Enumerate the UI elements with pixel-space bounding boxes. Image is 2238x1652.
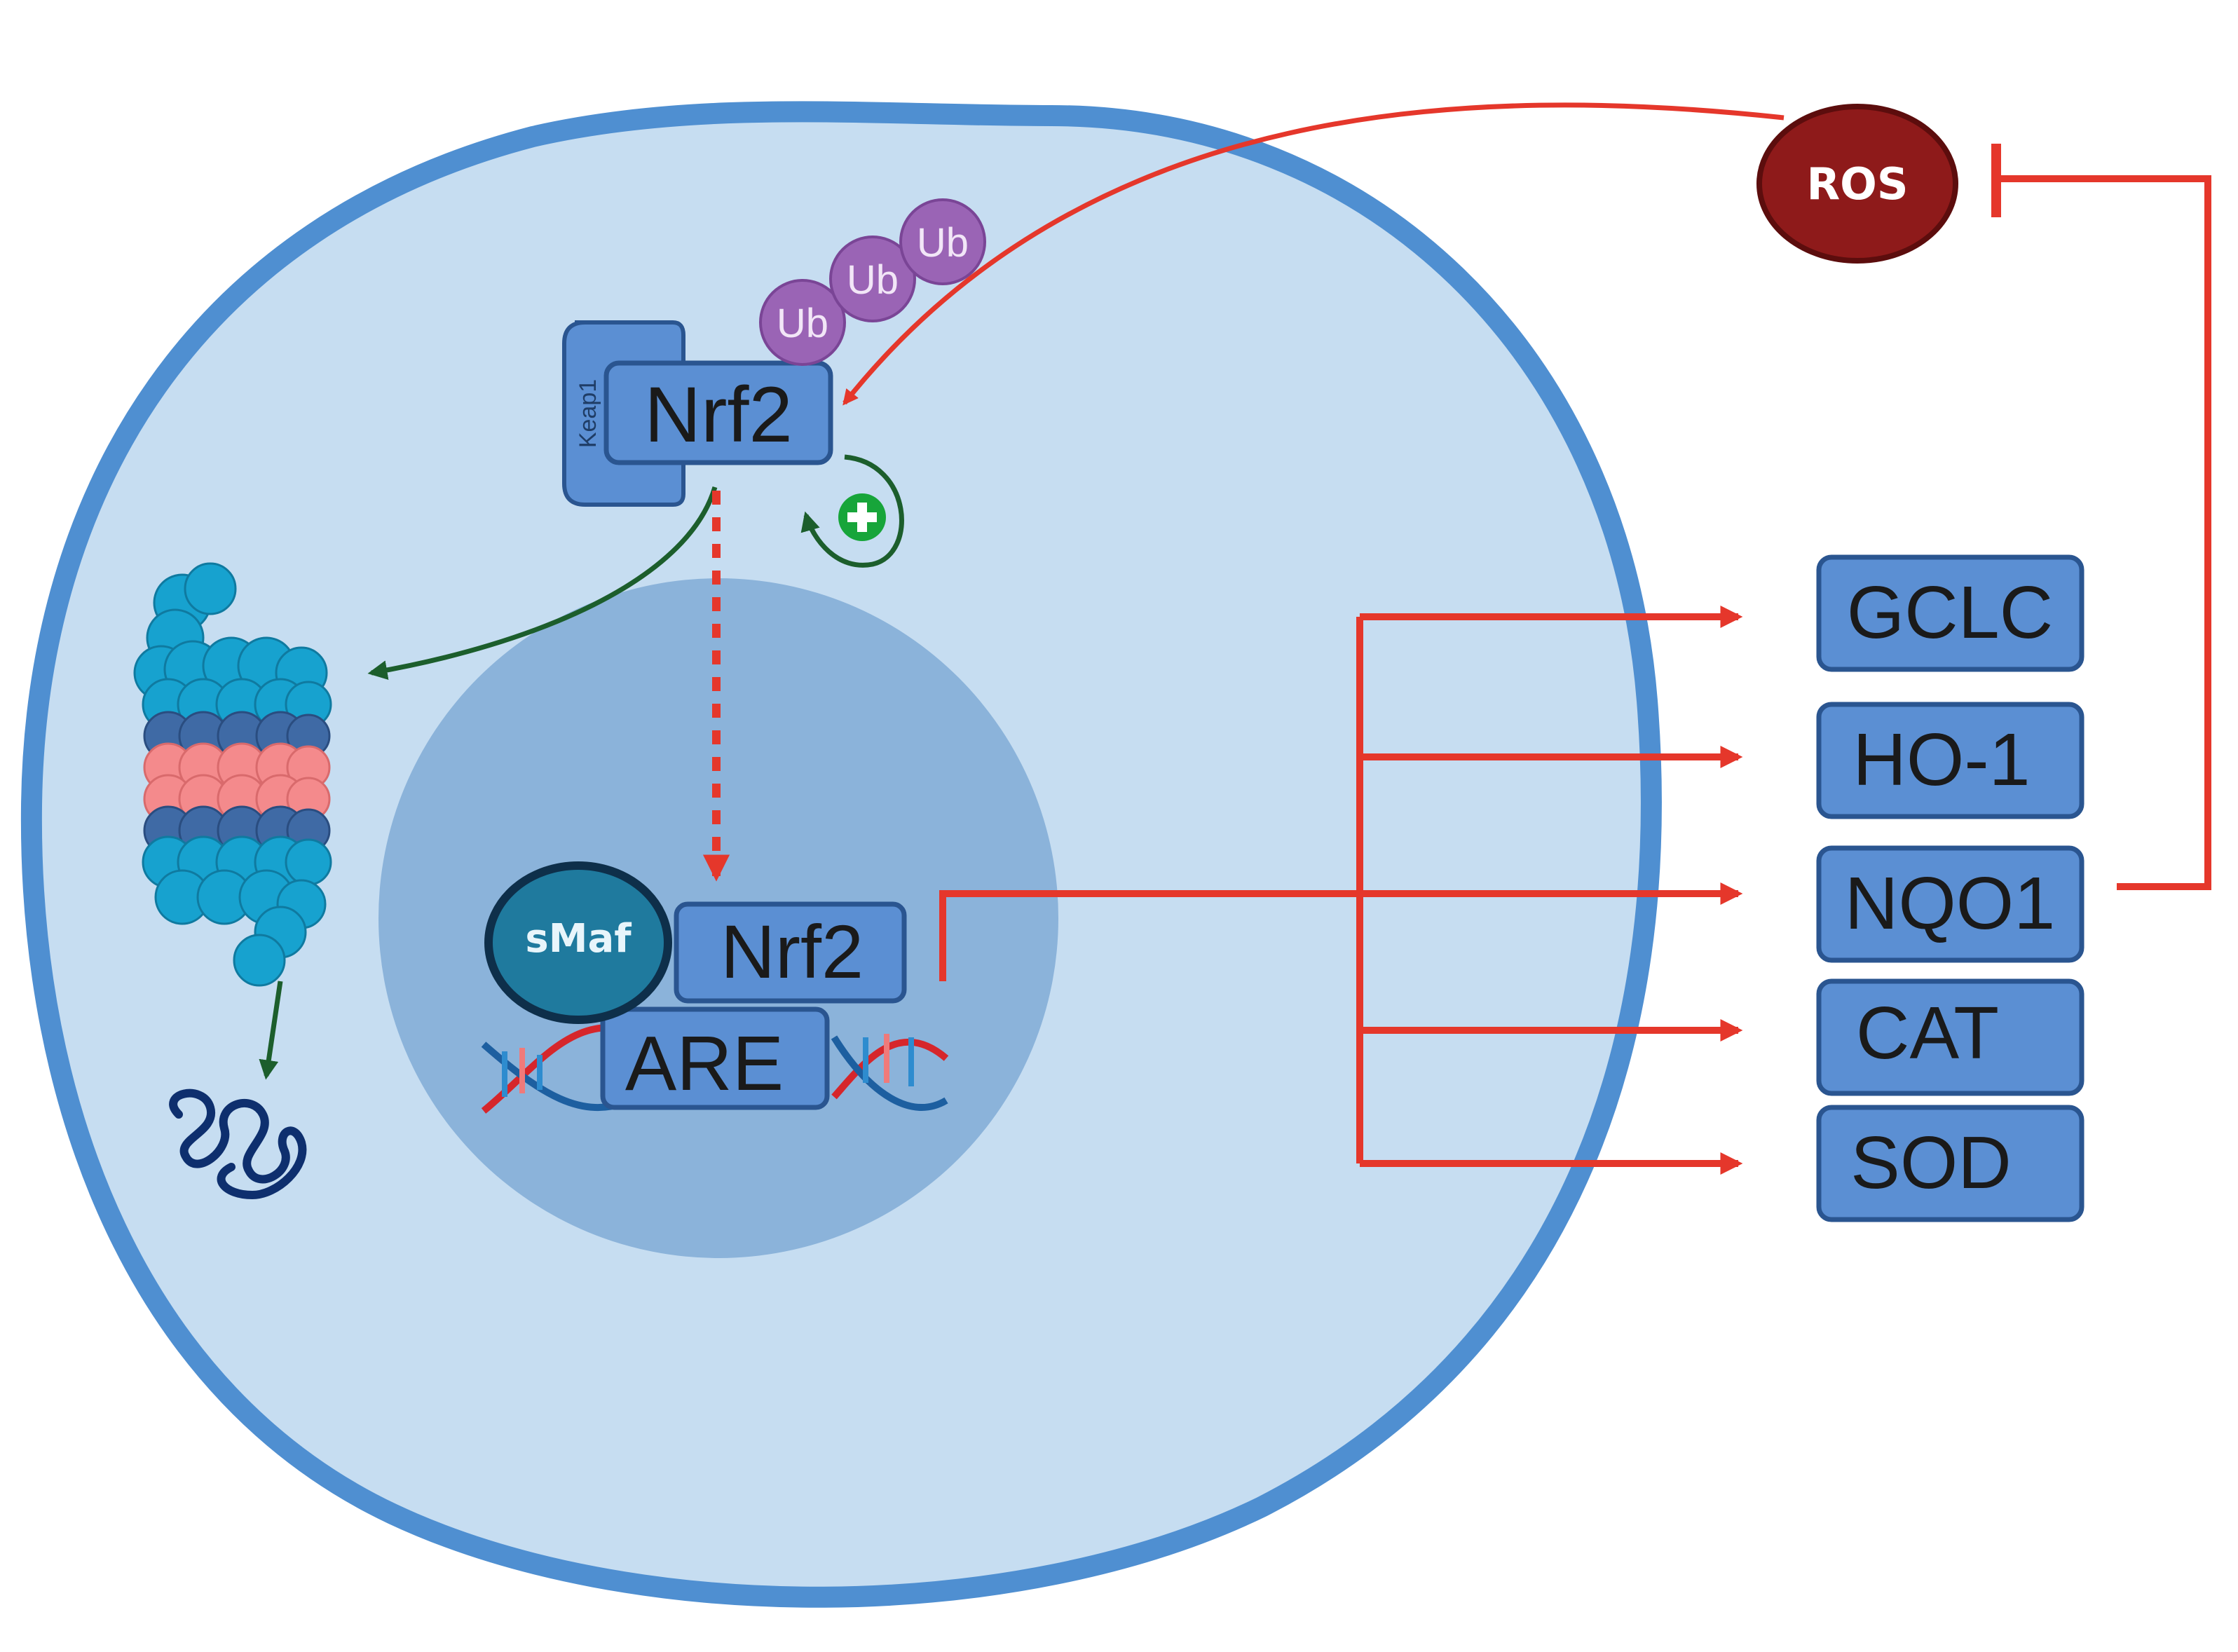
gene-box-nqo1	[1816, 845, 2085, 963]
ub-circle-1	[759, 279, 846, 366]
ub-circle-2	[829, 235, 916, 322]
gene-box-gclc	[1816, 554, 2085, 672]
ros-to-nrf2-arrow	[842, 102, 1785, 406]
gene-label-ho1: HO-1	[1853, 718, 2030, 801]
positive-feedback-loop-arrow	[800, 454, 904, 568]
are-to-genes-connector	[939, 882, 1743, 981]
gene-label-gclc: GCLC	[1847, 571, 2054, 654]
smaf-label: sMaf	[525, 916, 632, 962]
ros-molecule	[1756, 104, 1958, 264]
gene-box-ho1	[1816, 702, 2085, 819]
ub-label-2: Ub	[847, 257, 899, 303]
smaf-protein	[484, 861, 672, 1024]
nrf2-label-cytoplasm: Nrf2	[644, 371, 793, 458]
nrf2-box-cytoplasm	[603, 360, 833, 465]
gene-box-sod	[1816, 1105, 2085, 1222]
ub-circle-3	[899, 198, 986, 285]
proteasome-to-peptide-arrow	[259, 981, 283, 1080]
nqo1-inhibits-ros-line	[1996, 175, 2211, 890]
gene-box-cat	[1816, 978, 2085, 1096]
gene-label-cat: CAT	[1856, 992, 1999, 1074]
plus-icon-v	[857, 503, 867, 532]
proteasome-icon	[133, 562, 332, 987]
keap1-label: Keap1	[575, 379, 601, 448]
are-label: ARE	[625, 1020, 784, 1107]
ros-label: ROS	[1806, 158, 1908, 210]
gene-label-nqo1: NQO1	[1845, 862, 2055, 945]
nrf2-box-nucleus	[674, 901, 907, 1004]
nrf2-to-proteasome-arrow	[367, 486, 718, 680]
degraded-peptide-icon	[169, 1088, 307, 1200]
are-box	[600, 1006, 830, 1110]
ub-label-3: Ub	[917, 220, 969, 266]
nrf2-label-nucleus: Nrf2	[721, 909, 864, 994]
ub-label-1: Ub	[777, 301, 828, 346]
gene-label-sod: SOD	[1850, 1121, 2012, 1204]
